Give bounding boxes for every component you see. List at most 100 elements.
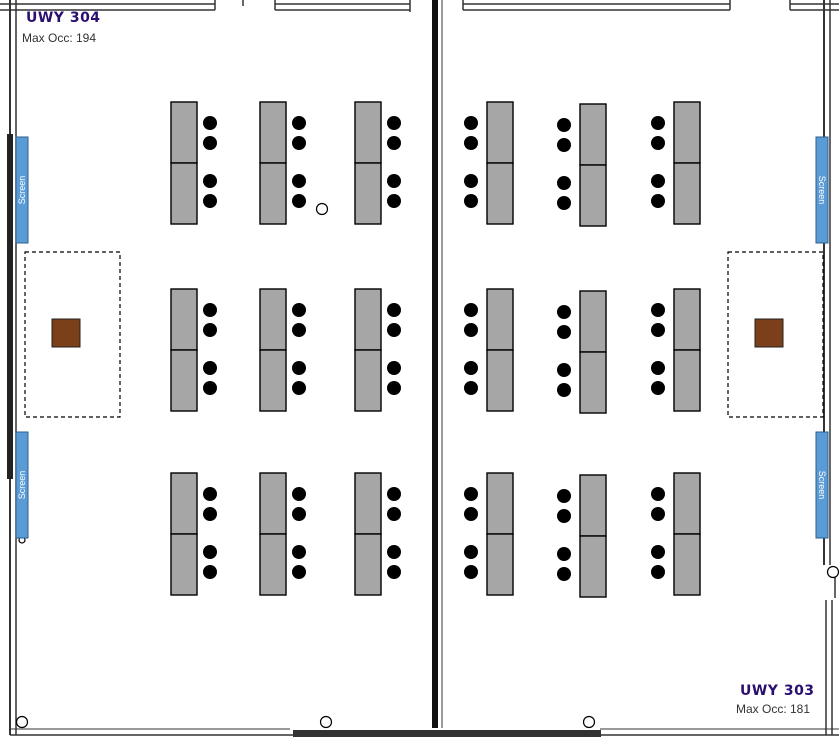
chair xyxy=(203,565,217,579)
chair xyxy=(557,547,571,561)
table xyxy=(170,472,198,535)
table xyxy=(673,162,701,225)
chair xyxy=(292,361,306,375)
room-occupancy-304: Max Occ: 194 xyxy=(22,31,97,45)
chair xyxy=(651,116,665,130)
furniture xyxy=(170,101,701,598)
table xyxy=(170,349,198,412)
chair xyxy=(464,194,478,208)
presentation-area-303 xyxy=(727,251,824,418)
chair xyxy=(203,361,217,375)
chair xyxy=(557,305,571,319)
chair xyxy=(557,363,571,377)
chair xyxy=(387,136,401,150)
chair xyxy=(292,194,306,208)
chair xyxy=(387,194,401,208)
table xyxy=(259,288,287,351)
chair xyxy=(387,361,401,375)
table xyxy=(486,101,514,164)
chair xyxy=(651,303,665,317)
chair xyxy=(292,381,306,395)
table xyxy=(259,162,287,225)
table xyxy=(486,533,514,596)
chair xyxy=(203,194,217,208)
screen-label: Screen xyxy=(17,176,27,205)
screen-303-upper xyxy=(815,136,829,244)
table xyxy=(354,101,382,164)
room-divider xyxy=(432,0,438,728)
podium-304 xyxy=(51,318,81,348)
podium-303 xyxy=(754,318,784,348)
column-marker xyxy=(826,565,839,579)
chair xyxy=(464,487,478,501)
table xyxy=(486,288,514,351)
table xyxy=(673,288,701,351)
chair xyxy=(557,489,571,503)
chair xyxy=(651,136,665,150)
chair xyxy=(464,303,478,317)
chair xyxy=(203,136,217,150)
chair xyxy=(651,361,665,375)
table xyxy=(170,288,198,351)
chair xyxy=(464,174,478,188)
column-marker xyxy=(315,202,329,216)
chair xyxy=(387,565,401,579)
chair xyxy=(292,487,306,501)
column-marker xyxy=(319,715,333,729)
table xyxy=(354,349,382,412)
chair xyxy=(557,176,571,190)
screen-label: Screen xyxy=(817,176,827,205)
chair xyxy=(557,118,571,132)
room-name-303: UWY 303 xyxy=(740,683,815,699)
chair xyxy=(203,507,217,521)
room-name-304: UWY 304 xyxy=(26,10,101,26)
screen-label: Screen xyxy=(17,471,27,500)
chair xyxy=(651,323,665,337)
table xyxy=(673,472,701,535)
bottom-track xyxy=(293,730,601,737)
table xyxy=(354,162,382,225)
chair xyxy=(292,565,306,579)
table xyxy=(579,164,607,227)
chair xyxy=(651,507,665,521)
screen-label: Screen xyxy=(817,471,827,500)
chair xyxy=(464,565,478,579)
chair xyxy=(557,196,571,210)
chair xyxy=(203,381,217,395)
presentation-area-304 xyxy=(24,251,121,418)
chair xyxy=(557,567,571,581)
chair xyxy=(387,174,401,188)
room-occupancy-303: Max Occ: 181 xyxy=(736,702,811,716)
table xyxy=(259,101,287,164)
chair xyxy=(651,174,665,188)
chair xyxy=(292,323,306,337)
chair xyxy=(387,303,401,317)
chair xyxy=(464,545,478,559)
left-wall-thick xyxy=(7,134,13,479)
table xyxy=(354,533,382,596)
table xyxy=(259,472,287,535)
chair xyxy=(203,303,217,317)
chair xyxy=(292,507,306,521)
chair xyxy=(651,565,665,579)
chair xyxy=(464,507,478,521)
chair xyxy=(464,361,478,375)
chair xyxy=(292,116,306,130)
table xyxy=(486,472,514,535)
chair xyxy=(203,174,217,188)
table xyxy=(170,101,198,164)
chair xyxy=(292,545,306,559)
chair xyxy=(203,545,217,559)
chair xyxy=(651,545,665,559)
table xyxy=(673,349,701,412)
column-marker xyxy=(582,715,596,729)
table xyxy=(673,101,701,164)
chair xyxy=(292,303,306,317)
table xyxy=(354,472,382,535)
table xyxy=(259,533,287,596)
table xyxy=(579,351,607,414)
chair xyxy=(203,116,217,130)
screen-304-upper xyxy=(15,136,29,244)
